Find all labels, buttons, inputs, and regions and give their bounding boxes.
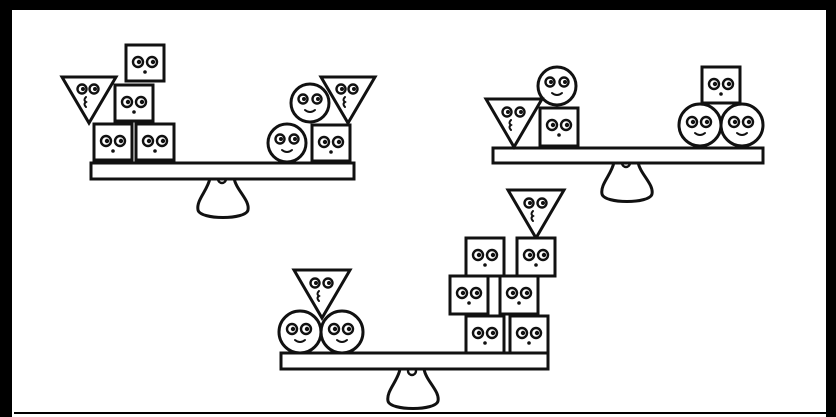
scale-beam bbox=[493, 148, 763, 163]
circle-shape bbox=[279, 311, 321, 353]
scale-beam bbox=[91, 163, 354, 179]
square-shape bbox=[312, 125, 350, 161]
circle-shape bbox=[321, 311, 363, 353]
scale-top-right bbox=[486, 67, 763, 202]
scale-beam bbox=[281, 353, 548, 369]
square-shape bbox=[126, 45, 164, 81]
fulcrum bbox=[602, 159, 652, 202]
circle-shape bbox=[291, 84, 329, 122]
triangle-shape bbox=[486, 99, 542, 147]
square-shape bbox=[510, 316, 548, 353]
square-shape bbox=[540, 108, 578, 146]
square-shape bbox=[450, 276, 488, 314]
circle-shape bbox=[721, 104, 763, 146]
fulcrum bbox=[388, 367, 438, 409]
square-shape bbox=[500, 276, 538, 314]
square-shape bbox=[466, 316, 504, 353]
square-shape bbox=[517, 238, 555, 276]
triangle-shape bbox=[508, 190, 564, 238]
circle-shape bbox=[538, 67, 576, 105]
square-shape bbox=[94, 124, 132, 160]
square-shape bbox=[466, 238, 504, 276]
scale-bottom bbox=[279, 190, 564, 409]
fulcrum bbox=[198, 175, 248, 218]
scale-top-left bbox=[62, 45, 375, 218]
circle-shape bbox=[679, 104, 721, 146]
triangle-shape bbox=[62, 77, 116, 123]
circle-shape bbox=[268, 124, 306, 162]
square-shape bbox=[702, 67, 740, 103]
square-shape bbox=[115, 85, 153, 121]
square-shape bbox=[136, 124, 174, 160]
